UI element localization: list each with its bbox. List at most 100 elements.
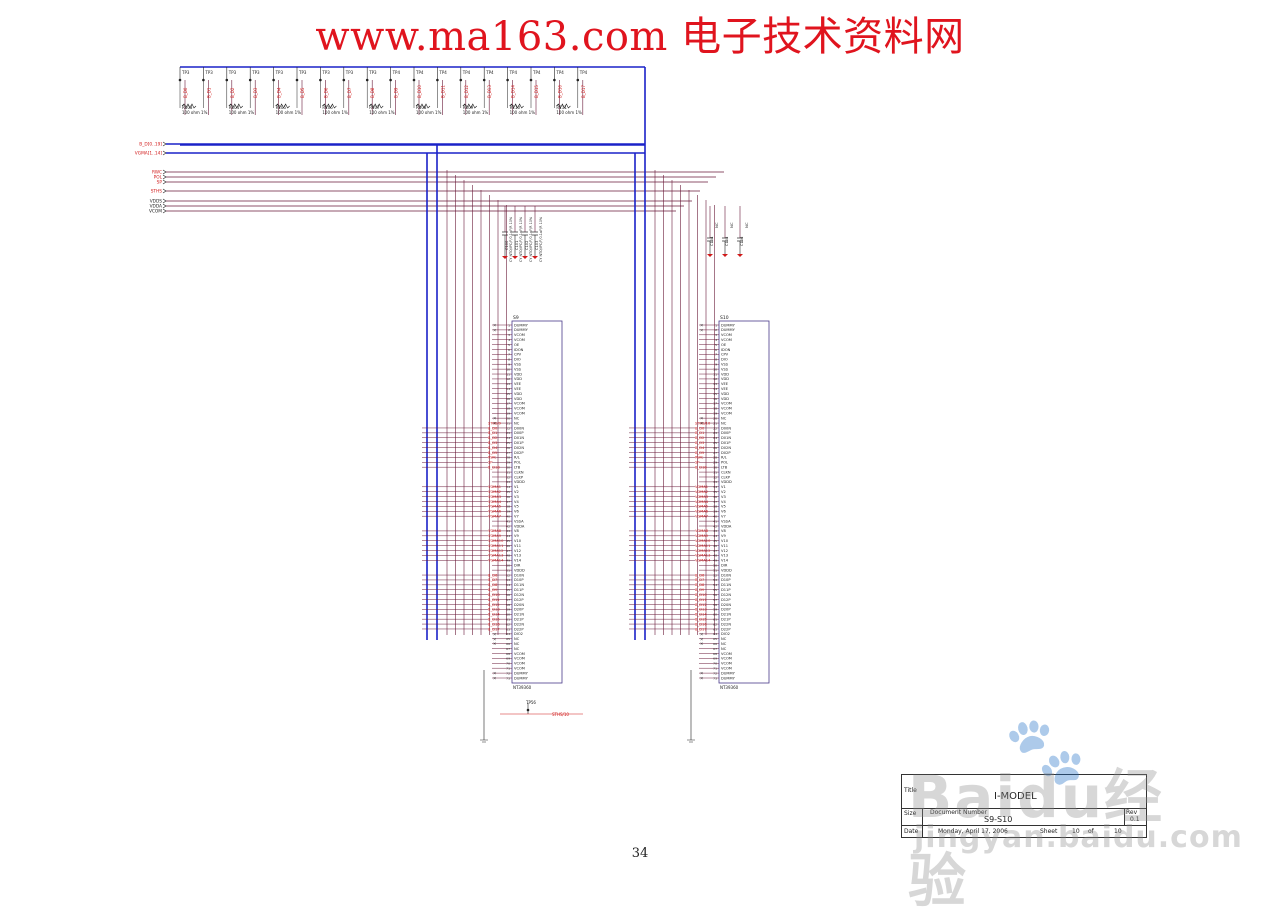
chip-pin-name: V10: [514, 539, 522, 543]
chip-pin-number: 55: [713, 588, 717, 592]
chip-pin-number: 63: [506, 627, 510, 631]
chip-pin-name: V1: [721, 485, 726, 489]
chip-pin-number: 16: [713, 397, 717, 401]
chip-pin-name: D02N: [514, 446, 524, 450]
chip-pin-number: 35: [506, 490, 510, 494]
chip-pin-number: 65: [713, 637, 717, 641]
test-point-label: TP4: [415, 70, 424, 75]
chip-pin-number: 62: [506, 622, 510, 626]
chip-pin-name: VEE: [514, 382, 522, 386]
chip-pin-number: 66: [506, 642, 510, 646]
bank-net-label: B_D6: [323, 87, 328, 98]
chip-pin-number: 30: [506, 465, 510, 469]
chip-pin-name: V9: [721, 534, 726, 538]
chip-pin-number: 2: [715, 328, 717, 332]
chip-pin-name: VCOM: [514, 338, 525, 342]
chip-pin-name: DUMMY: [514, 323, 529, 327]
sheet-value: 10: [1072, 828, 1080, 835]
input-arrow-icon: [162, 174, 167, 180]
chip-pin-number: 70: [713, 662, 717, 666]
chip-pin-number: 58: [506, 603, 510, 607]
input-net-label: VCOM: [149, 209, 162, 215]
nc-marker-icon: ×: [700, 671, 703, 676]
chip-pin-name: IDON: [514, 348, 524, 352]
chip-pin-name: VEE: [721, 382, 729, 386]
input-arrow-icon: [162, 203, 167, 209]
nc-marker-icon: ×: [700, 641, 703, 646]
chip-pin-name: D01N: [514, 436, 524, 440]
cap-value: CY NTO/IPC/F/0.1uF/R 10%: [519, 216, 523, 262]
chip-pin-number: 25: [713, 441, 717, 445]
chip-pin-number: 12: [713, 377, 717, 381]
chip-pin-number: 8: [715, 358, 717, 362]
input-arrow-icon: [162, 188, 167, 194]
resistor-value: 100 ohm 1%: [416, 110, 442, 115]
date-label: Date: [904, 828, 919, 835]
chip-pin-name: VDDD: [514, 480, 525, 484]
chip-pin-number: 16: [506, 397, 510, 401]
chip-pin-name: D22P: [514, 627, 524, 631]
chip-pin-name: V12: [514, 549, 521, 553]
chip-pin-name: VDD: [514, 372, 522, 376]
resistor-symbol: [462, 103, 478, 109]
chip-pin-number: 50: [506, 564, 510, 568]
chip-pin-name: NC: [514, 647, 520, 651]
chip-pin-number: 60: [506, 613, 510, 617]
chip-net-label: B_D17: [695, 627, 707, 631]
chip-pin-name: D01P: [514, 441, 524, 445]
cap-ref: C103: [535, 241, 539, 250]
chip-pin-name: VDDA: [514, 524, 525, 528]
chip-pin-number: 72: [506, 671, 510, 675]
nc-marker-icon: ×: [493, 641, 496, 646]
bank-net-label: B_D8: [370, 87, 375, 98]
chip-pin-number: 64: [713, 632, 717, 636]
chip-pin-number: 44: [506, 534, 510, 538]
chip-pin-name: V11: [514, 544, 521, 548]
chip-ref: S9: [513, 315, 519, 321]
chip-pin-number: 10: [713, 367, 717, 371]
resistor-ref: R109: [463, 105, 474, 110]
chip-pin-number: 51: [506, 568, 510, 572]
chip-pin-name: V7: [721, 515, 726, 519]
chip-pin-name: D20P: [721, 608, 731, 612]
chip-net-label: B_D7: [695, 578, 704, 582]
chip-pin-number: 56: [506, 593, 510, 597]
chip-pin-name: D22N: [514, 622, 524, 626]
nc-marker-icon: ×: [493, 631, 496, 636]
input-net-label: B_D[0..19]: [139, 142, 162, 148]
chip-pin-name: VCOM: [721, 652, 732, 656]
chip-pin-name: D21N: [514, 613, 524, 617]
chip-sth-label: STHS/10: [695, 421, 711, 425]
chip-net-label: SP: [695, 461, 700, 465]
chip-pin-number: 22: [713, 426, 717, 430]
chip-pin-name: V13: [514, 554, 521, 558]
chip-pin-name: VCOM: [514, 333, 525, 337]
test-point-label: TP4: [555, 70, 564, 75]
chip-net-label: B_D11: [488, 598, 500, 602]
chip-pin-number: 18: [713, 407, 717, 411]
nc-marker-icon: ×: [700, 631, 703, 636]
chip-pin-number: 6: [715, 348, 717, 352]
chip-pin-number: 56: [713, 593, 717, 597]
resistor-ref: R111: [556, 105, 567, 110]
ground-icon: [532, 256, 538, 259]
chip-net-label: VGMA14: [488, 559, 504, 563]
chip-pin-name: VCOM: [721, 338, 732, 342]
chip-net-label: B_D1: [488, 431, 497, 435]
input-net-label: VDDS: [150, 199, 163, 205]
chip-pin-number: 15: [713, 392, 717, 396]
chip-pin-number: 36: [713, 495, 717, 499]
chip-pin-number: 5: [508, 343, 510, 347]
chip-net-label: B_D12: [695, 603, 707, 607]
resistor-value: 100 ohm 1%: [510, 110, 536, 115]
chip-pin-number: 14: [506, 387, 510, 391]
chip-pin-name: V4: [721, 500, 726, 504]
chip-net-label: B_D10: [488, 593, 500, 597]
resistor-value: 100 ohm 1%: [229, 110, 255, 115]
chip-net-label: B_D14: [488, 613, 500, 617]
cap-ref: C100: [505, 240, 509, 250]
nc-marker-icon: ×: [493, 676, 496, 681]
chip-pin-number: 28: [506, 456, 510, 460]
chip-pin-name: D21P: [721, 617, 731, 621]
chip-pin-number: 72: [713, 671, 717, 675]
